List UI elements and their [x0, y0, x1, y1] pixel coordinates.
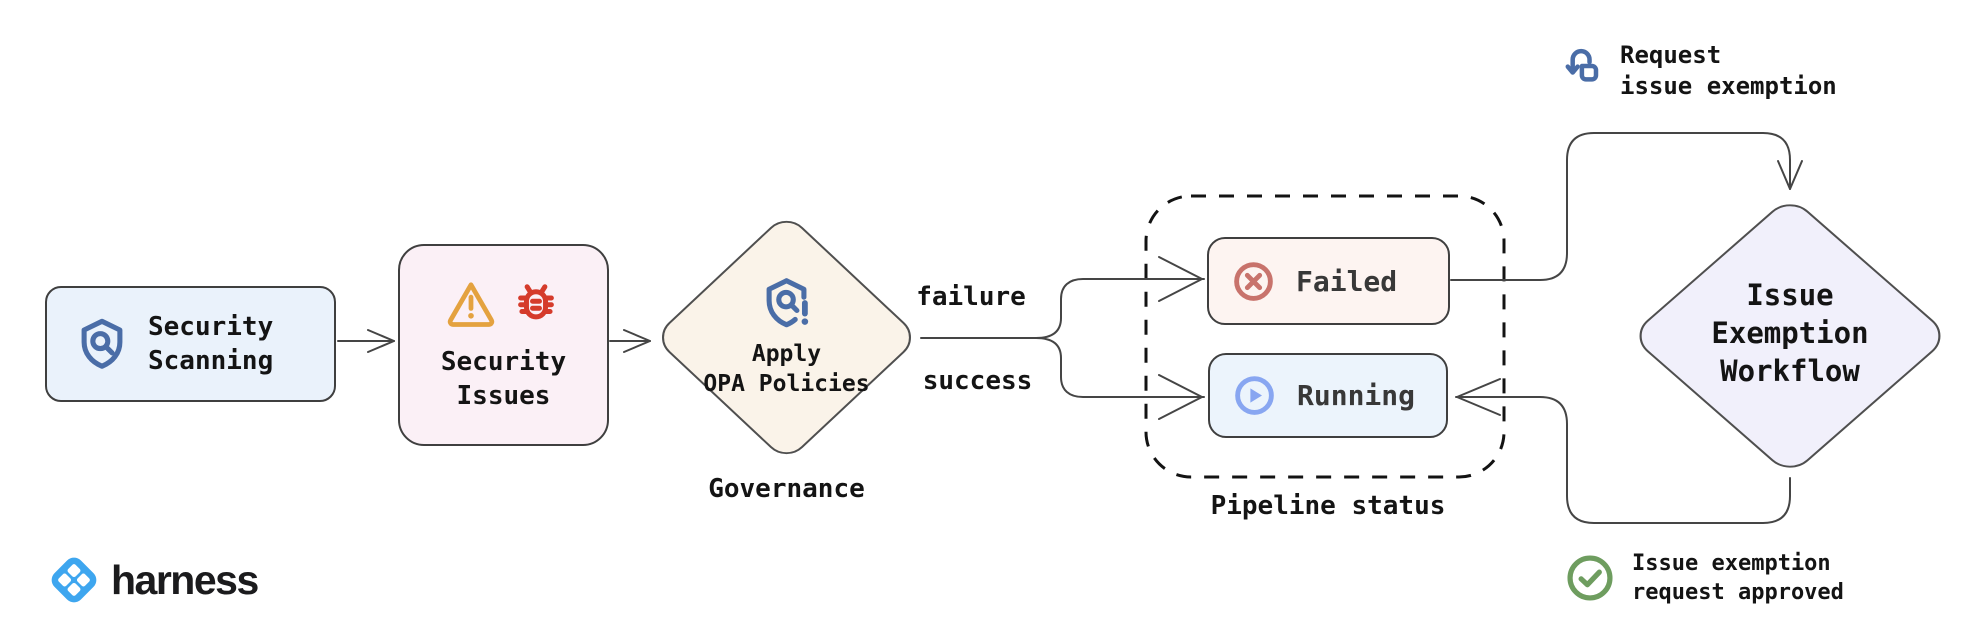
edge-failed-to-workflow — [1450, 132, 1791, 281]
bug-icon — [510, 277, 562, 329]
arrowhead-failure — [1158, 256, 1203, 302]
label-line: OPA Policies — [703, 370, 870, 397]
node-security-scanning: Security Scanning — [45, 286, 336, 402]
edge-failure — [1035, 278, 1205, 339]
node-issue-exemption-workflow: Issue Exemption Workflow — [1655, 276, 1925, 390]
label-line: Security — [148, 312, 274, 342]
request-exemption-annotation: Request issue exemption — [1558, 40, 1837, 102]
annotation-text: Request issue exemption — [1620, 40, 1837, 102]
arrowhead-issues-to-opa — [623, 329, 651, 353]
label-line: Issue — [1746, 278, 1834, 312]
circle-check-icon — [1564, 552, 1616, 604]
tap-request-icon — [1558, 40, 1605, 87]
circle-x-icon — [1231, 259, 1276, 304]
node-label: Running — [1297, 379, 1416, 412]
edge-label-failure: failure — [916, 282, 1026, 312]
label-line: request approved — [1632, 580, 1844, 605]
node-label: Failed — [1296, 264, 1398, 298]
node-label: Security Scanning — [148, 310, 273, 378]
pipeline-status-group-label: Pipeline status — [1210, 491, 1446, 521]
node-failed: Failed — [1207, 237, 1450, 325]
node-running: Running — [1208, 353, 1448, 438]
harness-logo: harness — [46, 552, 259, 608]
arrowhead-scan-to-issues — [367, 329, 395, 353]
edge-success — [1035, 337, 1205, 398]
label-line: Scanning — [148, 346, 274, 376]
label-line: Security — [440, 347, 567, 377]
harness-wordmark: harness — [111, 556, 259, 603]
label-line: Issue exemption — [1632, 551, 1831, 576]
warning-icon — [445, 277, 497, 329]
arrowhead-success — [1158, 374, 1203, 420]
shield-alert-icon — [758, 274, 816, 332]
issue-icons — [445, 277, 562, 329]
label-line: issue exemption — [1620, 72, 1837, 100]
approved-annotation: Issue exemption request approved — [1564, 549, 1844, 607]
label-line: Exemption — [1711, 316, 1869, 350]
pipeline-status-group-border — [1144, 194, 1506, 479]
label-line: Issues — [456, 381, 551, 411]
arrowhead-into-workflow — [1777, 160, 1803, 190]
circle-play-icon — [1232, 373, 1277, 418]
label-line: Request — [1620, 41, 1722, 69]
node-label: Apply OPA Policies — [703, 339, 869, 399]
label-line: Apply — [751, 340, 822, 367]
edge-label-success: success — [922, 366, 1033, 396]
node-security-issues: Security Issues — [398, 244, 609, 446]
shield-search-icon — [73, 315, 131, 373]
node-apply-opa-policies: Apply OPA Policies — [666, 232, 907, 440]
label-line: Workflow — [1720, 354, 1860, 388]
harness-logo-icon — [46, 552, 102, 608]
edge-workflow-to-running — [1455, 396, 1791, 524]
node-label: Security Issues — [441, 345, 566, 413]
annotation-text: Issue exemption request approved — [1632, 549, 1844, 607]
arrowhead-into-running — [1456, 378, 1501, 416]
governance-caption: Governance — [708, 474, 865, 504]
